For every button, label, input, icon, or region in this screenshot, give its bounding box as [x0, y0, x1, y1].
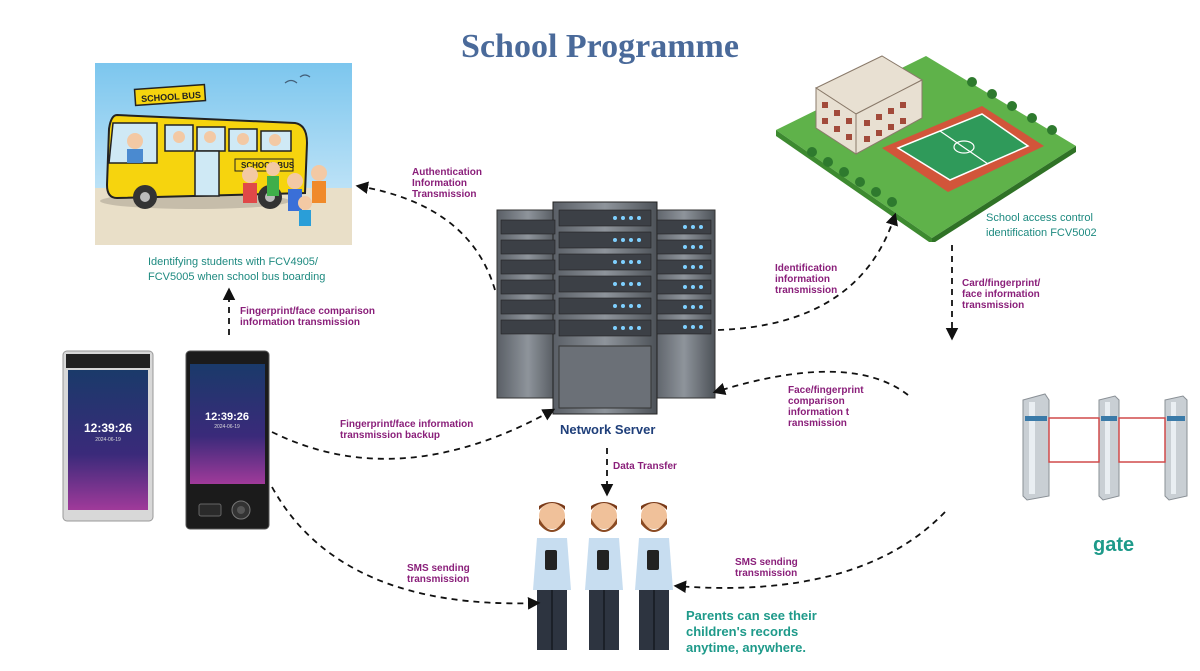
edge-auth	[355, 181, 496, 291]
school-caption: School access control identification FCV…	[986, 212, 1097, 239]
network-server-label: Network Server	[560, 422, 656, 437]
label-sms-right: SMS sending transmission	[735, 557, 798, 579]
school-bus-illustration: SCHOOL BUS SCHOOL BUS	[95, 63, 352, 245]
label-auth: Authentication Information Transmission	[412, 167, 482, 200]
device-date-right: 2024-06-19	[214, 424, 240, 430]
device-time-left: 12:39:26	[84, 421, 132, 435]
label-card-fingerprint: Card/fingerprint/ face information trans…	[962, 278, 1041, 311]
edge-sms-right	[673, 511, 946, 594]
label-fingerprint-compare: Fingerprint/face comparison information …	[240, 306, 376, 328]
edge-sms-left	[271, 486, 541, 610]
face-terminal-left: 12:39:26 2024-06-19	[62, 350, 154, 522]
face-terminal-right: 12:39:26 2024-06-19	[185, 350, 270, 530]
edge-face-compare	[712, 370, 909, 396]
network-server-icon	[495, 200, 717, 416]
page-title: School Programme	[461, 28, 739, 65]
label-sms-left: SMS sending transmission	[407, 563, 470, 585]
label-identification: Identification information transmission	[775, 263, 838, 296]
turnstile-gate-icon	[1015, 392, 1195, 502]
bus-sign-top: SCHOOL BUS	[141, 90, 201, 104]
gate-label: gate	[1093, 534, 1135, 556]
device-time-right: 12:39:26	[205, 411, 249, 423]
edge-identification	[717, 212, 898, 331]
parents-group-illustration	[527, 494, 683, 654]
device-date-left: 2024-06-19	[95, 437, 121, 443]
edge-backup	[271, 408, 556, 460]
parents-caption: Parents can see their children's records…	[686, 608, 817, 655]
bus-caption: Identifying students with FCV4905/ FCV50…	[148, 256, 326, 283]
label-face-compare: Face/fingerprint comparison information …	[788, 385, 864, 429]
label-data-transfer: Data Transfer	[613, 461, 677, 472]
label-backup: Fingerprint/face information transmissio…	[340, 419, 474, 441]
